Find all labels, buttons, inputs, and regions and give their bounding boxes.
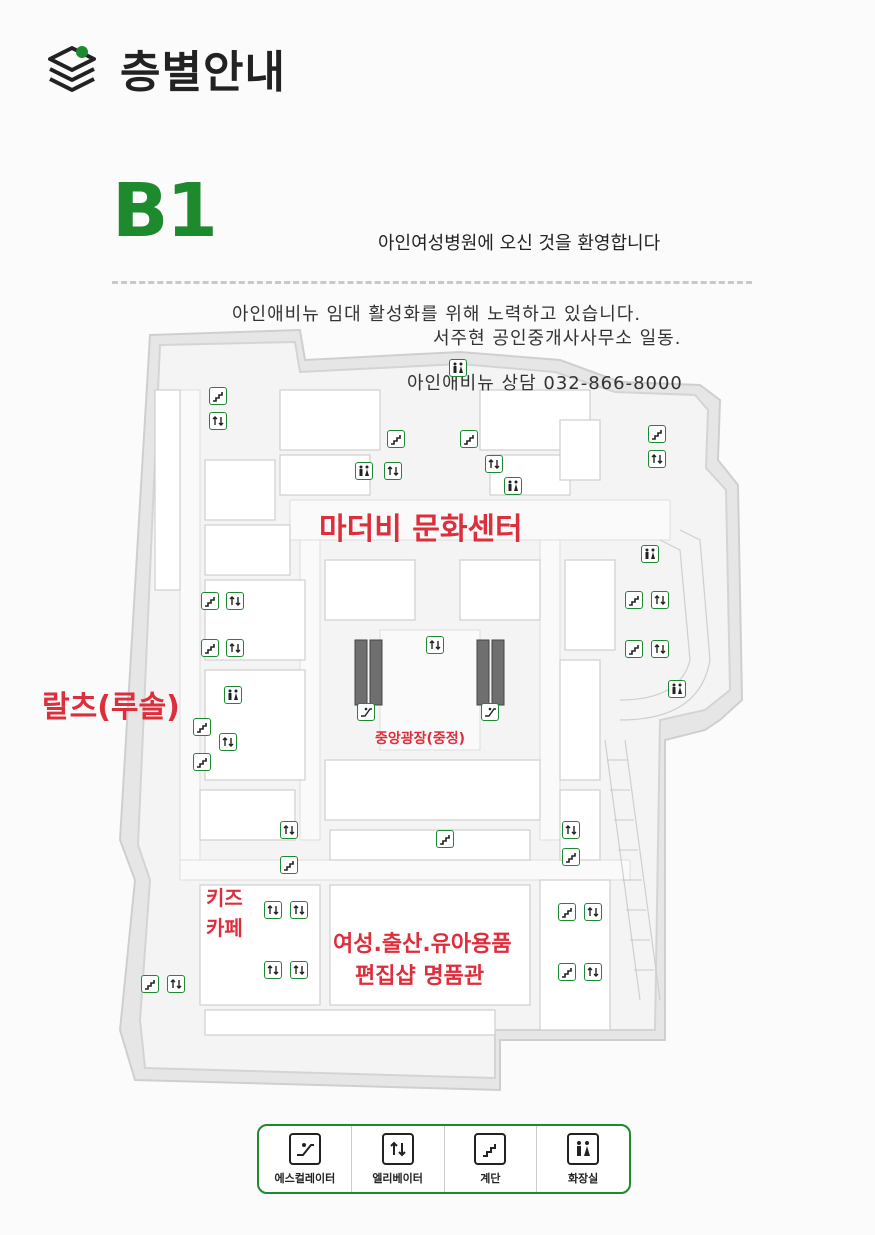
legend-item-stairs: 계단 <box>445 1126 538 1192</box>
stairs-icon <box>141 975 159 993</box>
legend-label: 엘리베이터 <box>372 1171 423 1185</box>
elevator-icon <box>209 412 227 430</box>
elevator-icon <box>426 636 444 654</box>
restroom-icon <box>567 1132 600 1165</box>
legend-label: 화장실 <box>567 1171 599 1185</box>
divider <box>112 281 752 284</box>
stairs-icon <box>436 830 454 848</box>
elevator-icon <box>290 961 308 979</box>
elevator-icon <box>264 961 282 979</box>
escalator-icon <box>288 1132 321 1165</box>
restroom-icon <box>355 462 373 480</box>
elevator-icon <box>280 821 298 839</box>
restroom-icon <box>668 680 686 698</box>
restroom-icon <box>641 545 659 563</box>
layers-icon <box>44 42 100 102</box>
legend-item-escalator: 에스컬레이터 <box>259 1126 352 1192</box>
restroom-icon <box>224 686 242 704</box>
stairs-icon <box>280 856 298 874</box>
legend-label: 계단 <box>480 1171 501 1185</box>
stairs-icon <box>193 718 211 736</box>
elevator-icon <box>167 975 185 993</box>
elevator-icon <box>584 963 602 981</box>
kids-cafe-label-2: 카페 <box>206 916 243 940</box>
elevator-icon <box>562 821 580 839</box>
elevator-icon <box>226 639 244 657</box>
elevator-icon <box>584 903 602 921</box>
map-legend: 에스컬레이터 엘리베이터 계단 화장실 <box>257 1124 631 1194</box>
select-shop-label-2: 편집샵 명품관 <box>355 964 485 989</box>
stairs-icon <box>387 430 405 448</box>
elevator-icon <box>651 640 669 658</box>
elevator-icon <box>485 455 503 473</box>
stairs-icon <box>201 639 219 657</box>
escalator-icon <box>357 703 375 721</box>
stairs-icon <box>558 963 576 981</box>
elevator-icon <box>384 462 402 480</box>
stairs-icon <box>562 848 580 866</box>
restroom-icon <box>449 359 467 377</box>
note-line-3: 아인애비뉴 상담 032-866-8000 <box>407 373 683 394</box>
escalator-icon <box>481 703 499 721</box>
note-line-2: 서주현 공인중개사사무소 일동. <box>433 328 682 349</box>
elevator-icon <box>381 1132 414 1165</box>
legend-item-elevator: 엘리베이터 <box>352 1126 445 1192</box>
culture-center-label: 마더비 문화센터 <box>319 512 523 547</box>
page-title: 층별안내 <box>120 47 286 98</box>
stairs-icon <box>460 430 478 448</box>
stairs-icon <box>474 1132 507 1165</box>
select-shop-label-1: 여성.출산.유아용품 <box>333 932 512 957</box>
stairs-icon <box>625 591 643 609</box>
elevator-icon <box>651 591 669 609</box>
stairs-icon <box>209 387 227 405</box>
welcome-message: 아인여성병원에 오신 것을 환영합니다 <box>378 233 661 254</box>
stairs-icon <box>201 592 219 610</box>
note-line-1: 아인애비뉴 임대 활성화를 위해 노력하고 있습니다. <box>232 304 642 325</box>
stairs-icon <box>558 903 576 921</box>
legend-label: 에스컬레이터 <box>274 1171 336 1185</box>
stairs-icon <box>193 753 211 771</box>
elevator-icon <box>226 592 244 610</box>
elevator-icon <box>219 733 237 751</box>
restroom-icon <box>504 477 522 495</box>
elevator-icon <box>264 901 282 919</box>
legend-item-restroom: 화장실 <box>537 1126 629 1192</box>
stairs-icon <box>648 425 666 443</box>
floor-label: B1 <box>112 168 218 254</box>
kids-cafe-label-1: 키즈 <box>206 886 243 910</box>
elevator-icon <box>648 450 666 468</box>
stairs-icon <box>625 640 643 658</box>
central-plaza-label: 중앙광장(중정) <box>375 731 466 747</box>
elevator-icon <box>290 901 308 919</box>
rals-store-label: 랄츠(루솔) <box>42 690 180 725</box>
